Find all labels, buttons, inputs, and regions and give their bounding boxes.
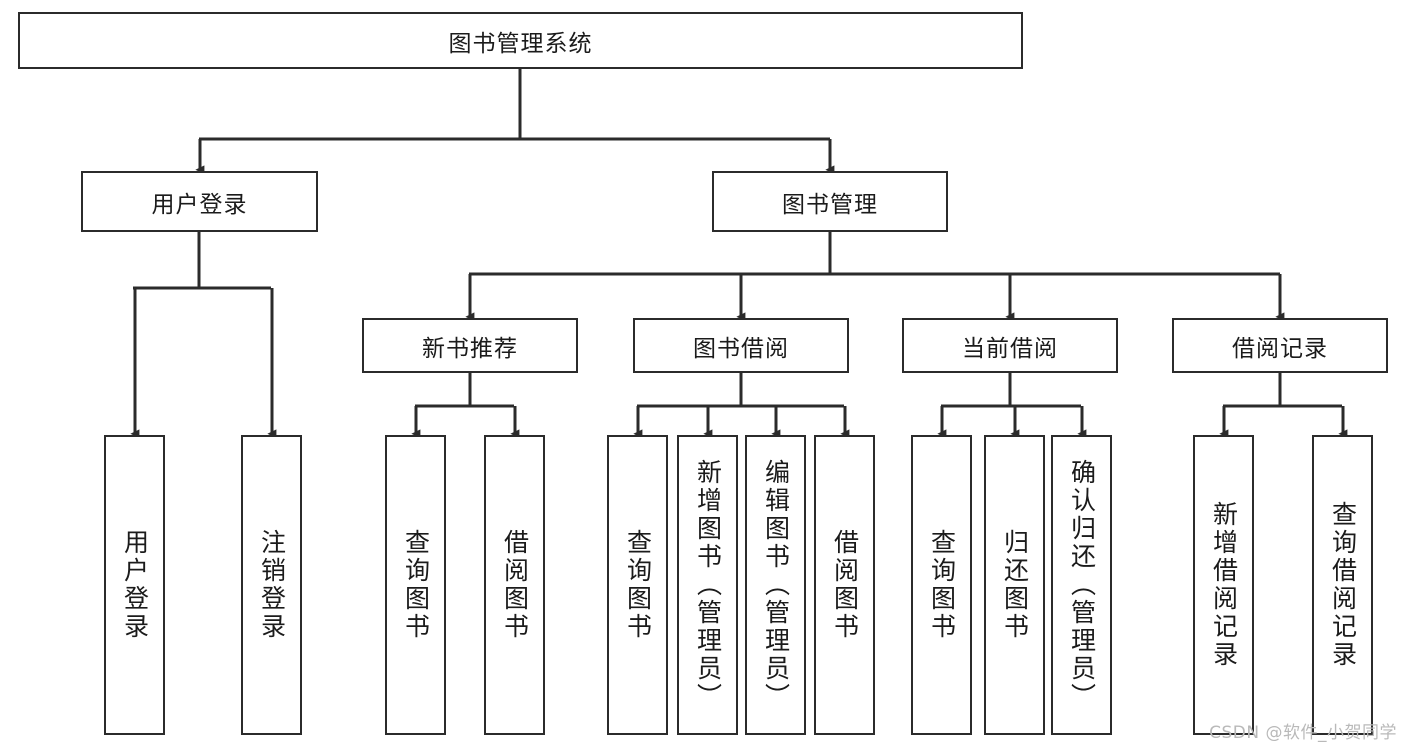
node-label: 当前借阅 (962, 335, 1058, 362)
node-label: 查询图书 (401, 529, 431, 641)
node-leaf-current-confirm[interactable]: 确认归还（管理员） (1051, 435, 1112, 735)
node-label: 借阅图书 (500, 529, 530, 641)
node-label: 用户登录 (151, 191, 248, 218)
node-label: 新书推荐 (422, 335, 518, 362)
node-label: 查询借阅记录 (1328, 501, 1358, 669)
node-label: 借阅图书 (830, 529, 860, 641)
node-leaf-record-add[interactable]: 新增借阅记录 (1193, 435, 1254, 735)
node-records[interactable]: 借阅记录 (1172, 318, 1388, 373)
node-label: 用户登录 (120, 529, 150, 641)
node-borrow[interactable]: 图书借阅 (633, 318, 849, 373)
node-label: 新增借阅记录 (1209, 501, 1239, 669)
node-root[interactable]: 图书管理系统 (18, 12, 1023, 69)
node-label: 查询图书 (623, 529, 653, 641)
node-leaf-new-query[interactable]: 查询图书 (385, 435, 446, 735)
node-label: 注销登录 (257, 529, 287, 641)
node-leaf-borrow-query[interactable]: 查询图书 (607, 435, 668, 735)
node-leaf-new-borrow[interactable]: 借阅图书 (484, 435, 545, 735)
node-label: 归还图书 (1000, 529, 1030, 641)
node-leaf-borrow-edit[interactable]: 编辑图书（管理员） (745, 435, 806, 735)
node-label: 编辑图书（管理员） (761, 459, 791, 711)
node-leaf-user-logout[interactable]: 注销登录 (241, 435, 302, 735)
csdn-watermark: CSDN @软件_小贺同学 (1209, 723, 1397, 743)
node-newbook[interactable]: 新书推荐 (362, 318, 578, 373)
node-label: 查询图书 (927, 529, 957, 641)
connector-lines (130, 69, 1348, 439)
node-label: 新增图书（管理员） (693, 459, 723, 711)
node-leaf-user-login[interactable]: 用户登录 (104, 435, 165, 735)
node-leaf-borrow-add[interactable]: 新增图书（管理员） (677, 435, 738, 735)
node-label: 图书借阅 (693, 335, 789, 362)
node-bookmgmt[interactable]: 图书管理 (712, 171, 948, 232)
node-login[interactable]: 用户登录 (81, 171, 318, 232)
node-label: 图书管理系统 (448, 30, 593, 57)
node-label: 图书管理 (782, 191, 878, 218)
node-leaf-current-query[interactable]: 查询图书 (911, 435, 972, 735)
node-leaf-borrow-take[interactable]: 借阅图书 (814, 435, 875, 735)
node-current[interactable]: 当前借阅 (902, 318, 1118, 373)
node-leaf-current-return[interactable]: 归还图书 (984, 435, 1045, 735)
node-label: 确认归还（管理员） (1067, 459, 1097, 711)
node-label: 借阅记录 (1232, 335, 1328, 362)
node-leaf-record-query[interactable]: 查询借阅记录 (1312, 435, 1373, 735)
